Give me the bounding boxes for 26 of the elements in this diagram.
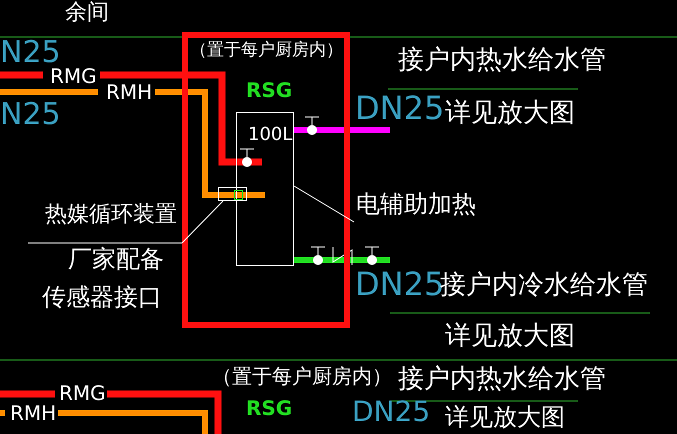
pipe-size: N25 [0, 38, 61, 68]
pipe-size: N25 [0, 100, 61, 130]
heater-label: 电辅助加热 [356, 192, 476, 216]
pipe-description: 接户内热水给水管 [398, 47, 606, 73]
detail-reference: 详见放大图 [445, 323, 575, 349]
location-note: （置于每户厨房内） [190, 42, 343, 59]
pipe-label: RMG [59, 383, 106, 403]
sensor-label: 传感器接口 [42, 285, 162, 309]
room-name: 余间 [65, 2, 109, 24]
leader-line [294, 186, 354, 222]
detail-reference: 详见放大图 [445, 405, 565, 429]
pipe-label: RMH [10, 403, 56, 423]
pipe-label: RMG [50, 66, 97, 86]
pipe-size: DN25 [352, 398, 430, 426]
pipe-size: DN25 [355, 92, 444, 124]
pipe-description: 接户内热水给水管 [398, 366, 606, 392]
pipe-label: RMH [106, 82, 152, 102]
location-note: （置于每户厨房内） [212, 366, 392, 386]
leader-line [182, 200, 224, 244]
capacity-label: 100L [248, 126, 292, 144]
circulation-device-icon [218, 187, 247, 201]
equipment-code: RSG [246, 80, 292, 100]
equipment-code: RSG [246, 398, 292, 418]
detail-reference: 详见放大图 [445, 100, 575, 126]
supply-note: 厂家配备 [68, 247, 164, 271]
device-label: 热媒循环装置 [45, 204, 177, 226]
